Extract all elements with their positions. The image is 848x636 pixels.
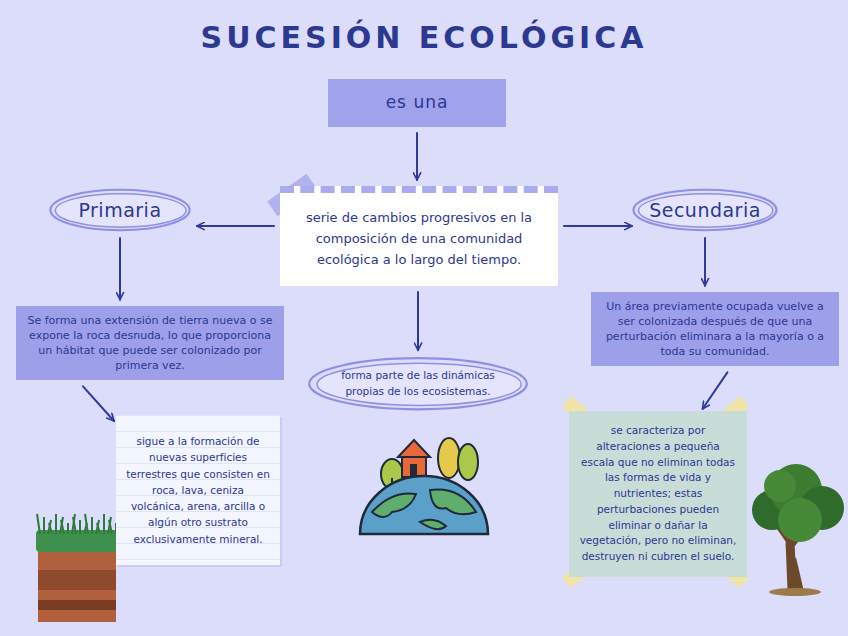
connector-arrow xyxy=(119,238,121,300)
definition-card: serie de cambios progresivos en la compo… xyxy=(280,186,558,286)
node-text: Primaria xyxy=(78,199,161,221)
label-band: es una xyxy=(328,79,506,127)
node-text: Secundaria xyxy=(649,199,761,221)
type-ellipse: Secundaria xyxy=(632,188,778,232)
node-text: Un área previamente ocupada vuelve a ser… xyxy=(600,299,830,360)
node-text: forma parte de las dinámicas propias de … xyxy=(333,368,503,400)
connector-arrow xyxy=(416,133,418,180)
ellipse-outline xyxy=(307,356,529,412)
connector-arrow xyxy=(83,386,114,421)
connector-arrow xyxy=(704,238,706,286)
connector-arrow xyxy=(703,372,728,409)
description-band: Se forma una extensión de tierra nueva o… xyxy=(16,306,284,381)
description-band: Un área previamente ocupada vuelve a ser… xyxy=(591,292,839,367)
connector-arrow xyxy=(197,225,274,227)
soil-illustration xyxy=(36,514,118,622)
earth-illustration xyxy=(360,438,488,534)
node-text: es una xyxy=(386,91,449,114)
title: SUCESIÓN ECOLÓGICA xyxy=(0,20,848,55)
connector-arrow xyxy=(417,292,419,350)
note-card: sigue a la formación de nuevas superfici… xyxy=(116,415,280,565)
note-ellipse: forma parte de las dinámicas propias de … xyxy=(307,356,529,412)
note-card: se caracteriza por alteraciones a pequeñ… xyxy=(569,411,747,577)
node-text: Se forma una extensión de tierra nueva o… xyxy=(25,313,275,374)
node-text: sigue a la formación de nuevas superfici… xyxy=(126,433,270,547)
tree-illustration xyxy=(752,464,844,596)
type-ellipse: Primaria xyxy=(49,188,191,232)
node-text: serie de cambios progresivos en la compo… xyxy=(294,208,544,270)
node-text: se caracteriza por alteraciones a pequeñ… xyxy=(579,423,737,565)
connector-arrow xyxy=(564,225,632,227)
